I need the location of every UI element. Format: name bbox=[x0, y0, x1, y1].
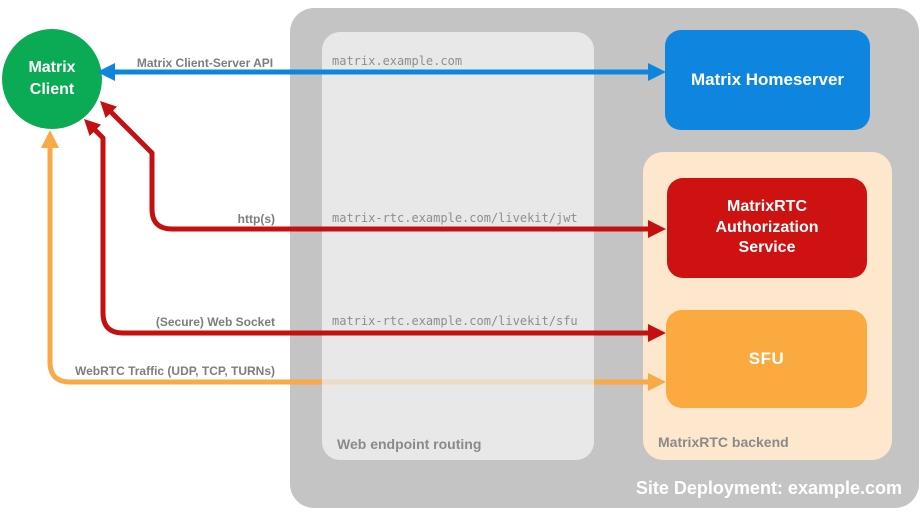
matrix-client-label: Matrix Client bbox=[28, 59, 76, 98]
matrixrtc-auth-service-label: MatrixRTC Authorization Service bbox=[715, 197, 819, 257]
arrowhead bbox=[100, 101, 117, 118]
sfu-label: SFU bbox=[748, 349, 785, 368]
webrtc-traffic-label: WebRTC Traffic (UDP, TCP, TURNs) bbox=[74, 364, 275, 378]
arrowhead bbox=[41, 130, 59, 148]
sfu-node: SFU bbox=[666, 310, 867, 408]
sfu-route-url: matrix-rtc.example.com/livekit/sfu bbox=[332, 314, 578, 328]
homeserver-route-url: matrix.example.com bbox=[332, 54, 463, 68]
jwt-route-url: matrix-rtc.example.com/livekit/jwt bbox=[332, 211, 578, 225]
matrix-homeserver-node: Matrix Homeserver bbox=[665, 30, 870, 130]
web-endpoint-routing-label: Web endpoint routing bbox=[337, 436, 482, 452]
matrix-homeserver-label: Matrix Homeserver bbox=[690, 70, 845, 89]
matrixrtc-backend-label: MatrixRTC backend bbox=[658, 434, 789, 450]
web-endpoint-routing-box bbox=[322, 32, 594, 460]
http-label: http(s) bbox=[237, 212, 275, 226]
matrix-client-node: Matrix Client bbox=[2, 29, 102, 129]
arrowhead bbox=[84, 119, 101, 136]
client-server-api-label: Matrix Client-Server API bbox=[136, 56, 274, 70]
websocket-label: (Secure) Web Socket bbox=[155, 315, 275, 329]
matrixrtc-auth-service-node: MatrixRTC Authorization Service bbox=[667, 178, 867, 278]
site-deployment-label: Site Deployment: example.com bbox=[635, 478, 902, 498]
